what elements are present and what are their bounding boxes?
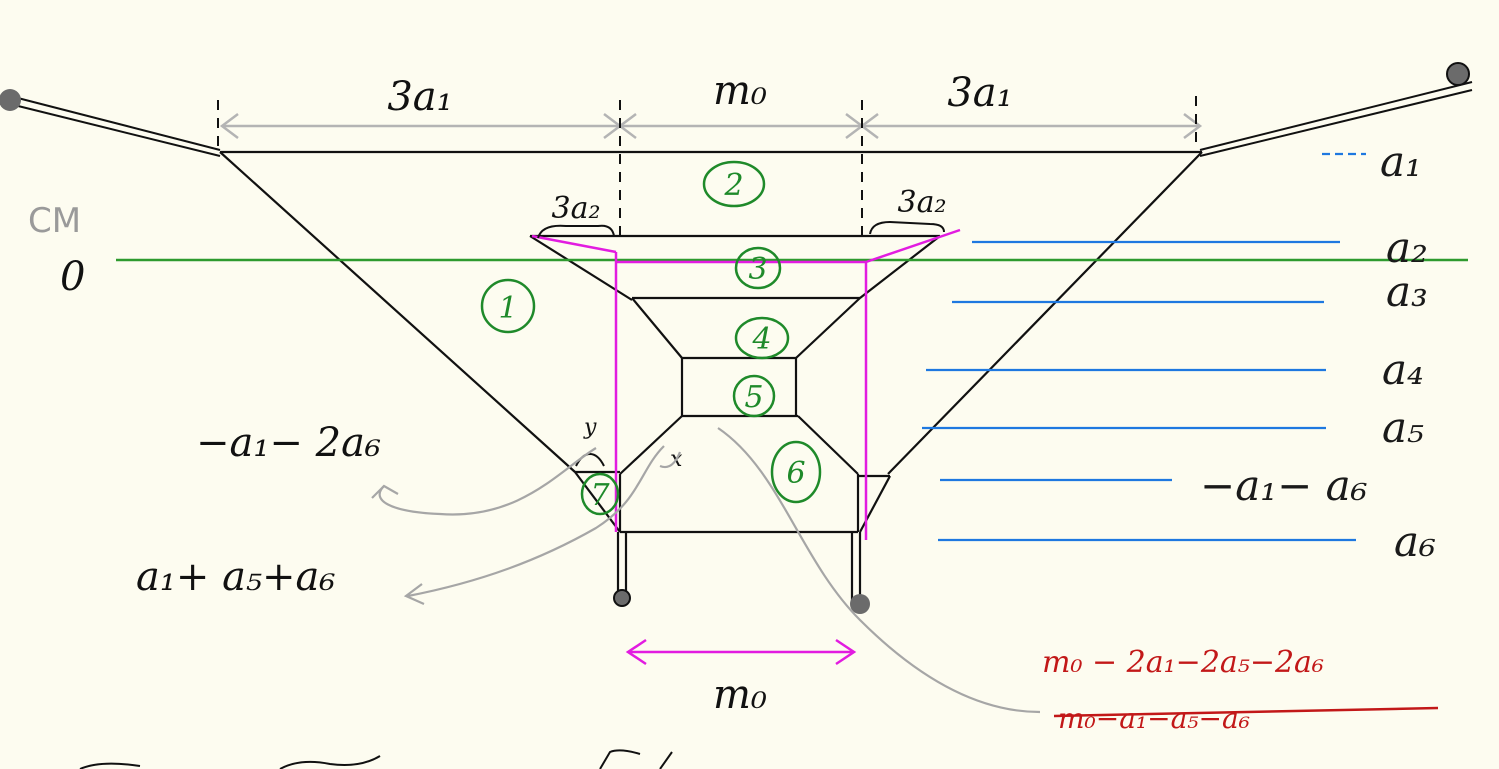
level-a3-label: a₃ [1386, 267, 1428, 316]
right-support-cable [1199, 81, 1473, 157]
region-markers [480, 160, 822, 516]
right-pivot-point [1446, 62, 1470, 86]
bottom-left-pivot [613, 589, 631, 607]
bottom-right-pivot [850, 594, 870, 614]
structure-outline [219, 150, 1203, 602]
mid-right-expression: −a₁− a₆ [1200, 461, 1368, 510]
cm-label: CM [28, 201, 81, 241]
top-dimension-lines [219, 113, 1203, 139]
left-support-cable [9, 95, 221, 157]
level-a5-label: a₅ [1382, 403, 1424, 452]
top-left-width-label: 3a₁ [387, 74, 452, 120]
bottom-width-label: m₀ [713, 672, 767, 718]
dimension-ticks [217, 96, 1197, 240]
left-inner-bracket [537, 224, 615, 239]
right-inner-bracket [869, 220, 945, 235]
left-top-expression: −a₁− 2a₆ [196, 420, 381, 466]
red-expression: m₀ − 2a₁−2a₅−2a₆ [1042, 645, 1324, 680]
region-1-number: 1 [498, 291, 517, 326]
zero-label: 0 [60, 254, 85, 300]
level-a2-label: a₂ [1386, 223, 1428, 272]
pointer-curves [371, 427, 1041, 714]
region-7-number: 7 [590, 478, 610, 513]
region-3-number: 3 [748, 252, 767, 287]
left-bottom-expression: a₁+ a₅+a₆ [136, 554, 335, 600]
top-right-width-label: 3a₁ [947, 70, 1012, 116]
region-2-number: 2 [723, 168, 743, 203]
y-marker: y [583, 415, 597, 440]
region-6-number: 6 [786, 456, 805, 491]
region-5-number: 5 [744, 380, 763, 415]
struck-expression: m₀−a₁−a₅−a₆ [1058, 702, 1250, 735]
region-4-number: 4 [751, 322, 771, 357]
level-a1-label: a₁ [1380, 137, 1422, 186]
strike-line [1053, 706, 1439, 718]
level-lines [922, 152, 1366, 542]
left-pivot-point [0, 89, 21, 111]
magenta-boundary [531, 228, 961, 666]
cropped-handwriting [79, 749, 673, 769]
right-inner-width-label: 3a₂ [898, 185, 947, 220]
level-a4-label: a₄ [1382, 345, 1424, 394]
left-inner-width-label: 3a₂ [552, 191, 601, 226]
top-mid-width-label: m₀ [713, 68, 767, 114]
level-a6-label: a₆ [1394, 517, 1436, 566]
